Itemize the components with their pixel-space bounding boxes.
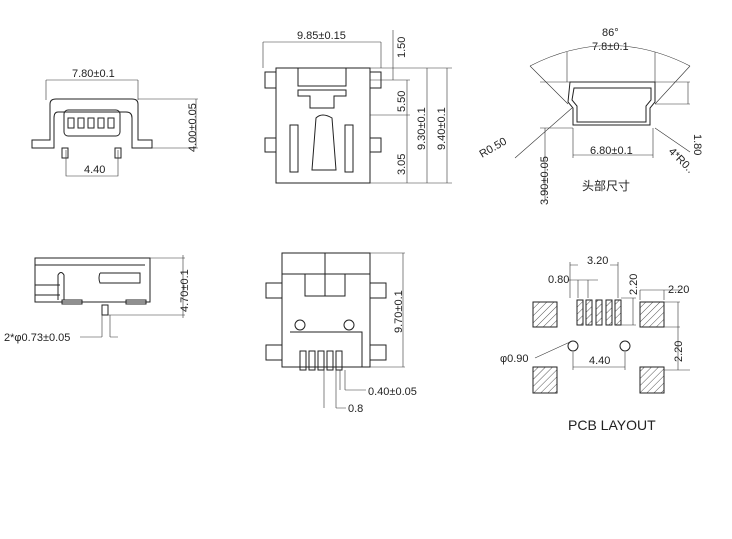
- mount-pad: [639, 301, 665, 328]
- pcb-span-dim: 3.20: [587, 255, 608, 267]
- front-pin-pitch: 4.40: [84, 164, 105, 176]
- pcb-mount-height: 2.20: [673, 341, 685, 362]
- top-view: 9.85±0.15 1.50 5.50 9.30±0.1 9.40±0.1 3.…: [262, 30, 452, 184]
- front-width-dim: 7.80±0.1: [72, 68, 115, 80]
- bottom-pin-width: 0.40±0.05: [368, 386, 417, 398]
- pcb-layout-title: PCB LAYOUT: [568, 417, 656, 433]
- bottom-view: 9.70±0.1 0.40±0.05 0.8: [265, 252, 417, 415]
- head-height: 1.80: [691, 134, 703, 155]
- top-dim-9-30: 9.30±0.1: [416, 107, 428, 150]
- pcb-hole-spacing: 4.40: [589, 355, 610, 367]
- side-height-dim: 4.70±0.1: [179, 269, 191, 312]
- side-peg-dim: 2*φ0.73±0.05: [4, 332, 70, 344]
- signal-pads: [576, 299, 622, 326]
- mount-pad: [532, 301, 558, 328]
- pcb-pad-pitch: 0.80: [548, 274, 569, 286]
- head-caption: 头部尺寸: [582, 178, 630, 193]
- top-dim-1-50: 1.50: [396, 37, 408, 58]
- head-view: 86° 7.8±0.1 R0.50 1.80 6.80±0.1 4*R0.. 3…: [478, 27, 704, 205]
- top-dim-3-05: 3.05: [396, 154, 408, 175]
- top-width-dim: 9.85±0.15: [297, 30, 346, 42]
- pcb-layout: 3.20 0.80 2.20 2.20 2.20 φ0.90 4.40 PCB …: [500, 255, 690, 433]
- front-height-dim: 4.00±0.05: [187, 103, 199, 152]
- head-top-width: 7.8±0.1: [592, 41, 629, 53]
- bottom-pin-pitch: 0.8: [348, 403, 363, 415]
- head-depth: 3.90±0.05: [539, 156, 551, 205]
- pcb-mount-width: 2.20: [668, 284, 689, 296]
- mount-pad: [639, 366, 665, 394]
- head-radius: R0.50: [478, 136, 509, 161]
- hole: [619, 340, 631, 352]
- pcb-hole-dia: φ0.90: [500, 353, 529, 365]
- head-angle: 86°: [602, 27, 619, 39]
- pcb-pad-length: 2.20: [628, 274, 640, 295]
- head-bottom-width: 6.80±0.1: [590, 145, 633, 157]
- bottom-length-dim: 9.70±0.1: [393, 290, 405, 333]
- top-dim-5-50: 5.50: [396, 91, 408, 112]
- top-dim-9-40: 9.40±0.1: [436, 107, 448, 150]
- mount-pad: [532, 366, 558, 394]
- hole: [567, 340, 579, 352]
- side-view: 4.70±0.1 2*φ0.73±0.05: [4, 255, 191, 344]
- front-view: 7.80±0.1 4.00±0.05 4.40: [31, 68, 199, 177]
